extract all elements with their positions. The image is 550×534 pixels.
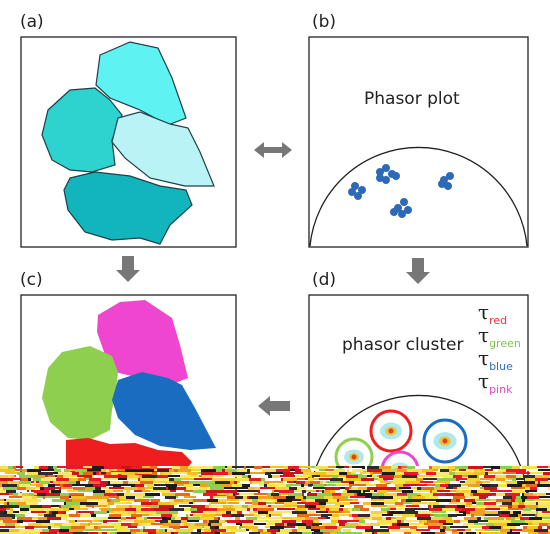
teal-region-left [41, 87, 123, 173]
phasor-dot [390, 208, 398, 216]
cluster-ring [369, 409, 413, 453]
phasor-dot [392, 172, 400, 180]
panel-c-label: (c) [20, 270, 43, 290]
pink-region [97, 300, 188, 385]
corrupted-image-strip [0, 466, 550, 534]
phasor-dot [446, 172, 454, 180]
green-region [42, 346, 118, 440]
panel-b-label: (b) [312, 12, 337, 32]
arrow-a-to-c [116, 256, 140, 282]
cluster-semicircle [309, 394, 528, 495]
teal-region-right [111, 111, 215, 187]
phasor-dots [348, 164, 454, 218]
legend-item: τred [478, 300, 528, 327]
panel-c-shapes [42, 300, 216, 478]
tau-subscript: green [489, 337, 521, 350]
panel-d-label: (d) [312, 270, 337, 290]
tau-subscript: red [489, 314, 508, 327]
phasor-semicircle [309, 146, 528, 247]
cluster-ring [422, 418, 468, 464]
legend-item: τpink [478, 369, 528, 396]
phasor-dot [358, 186, 366, 194]
cluster-center [388, 428, 394, 434]
double-arrow-a-b [254, 142, 292, 158]
teal-region-top [95, 41, 187, 126]
phasor-dot [398, 210, 406, 218]
phasor-dot [351, 182, 359, 190]
teal-region-bottom [63, 171, 193, 245]
panel-b-frame [308, 36, 529, 248]
tau-symbol: τ [478, 300, 490, 324]
phasor-dot [382, 164, 390, 172]
phasor-dot [348, 188, 356, 196]
phasor-dot [404, 206, 412, 214]
phasor-plot-title: Phasor plot [364, 89, 460, 109]
arrow-d-to-c [258, 396, 290, 416]
phasor-dot [376, 174, 384, 182]
phasor-dot [400, 198, 408, 206]
blue-region [112, 372, 216, 450]
panel-a-label: (a) [20, 12, 44, 32]
panel-a-shapes [41, 41, 215, 245]
phasor-dot [376, 168, 384, 176]
cluster-center [442, 438, 448, 444]
phasor-dot [438, 180, 446, 188]
phasor-dot [354, 192, 362, 200]
tau-subscript: blue [489, 360, 513, 373]
tau-symbol: τ [478, 323, 490, 347]
tau-subscript: pink [489, 383, 513, 396]
cluster-center [351, 454, 357, 460]
legend-item: τblue [478, 346, 528, 373]
arrow-b-to-d [406, 258, 430, 284]
phasor-cluster-title: phasor cluster [342, 335, 464, 355]
legend-item: τgreen [478, 323, 528, 350]
tau-symbol: τ [478, 369, 490, 393]
tau-symbol: τ [478, 346, 490, 370]
